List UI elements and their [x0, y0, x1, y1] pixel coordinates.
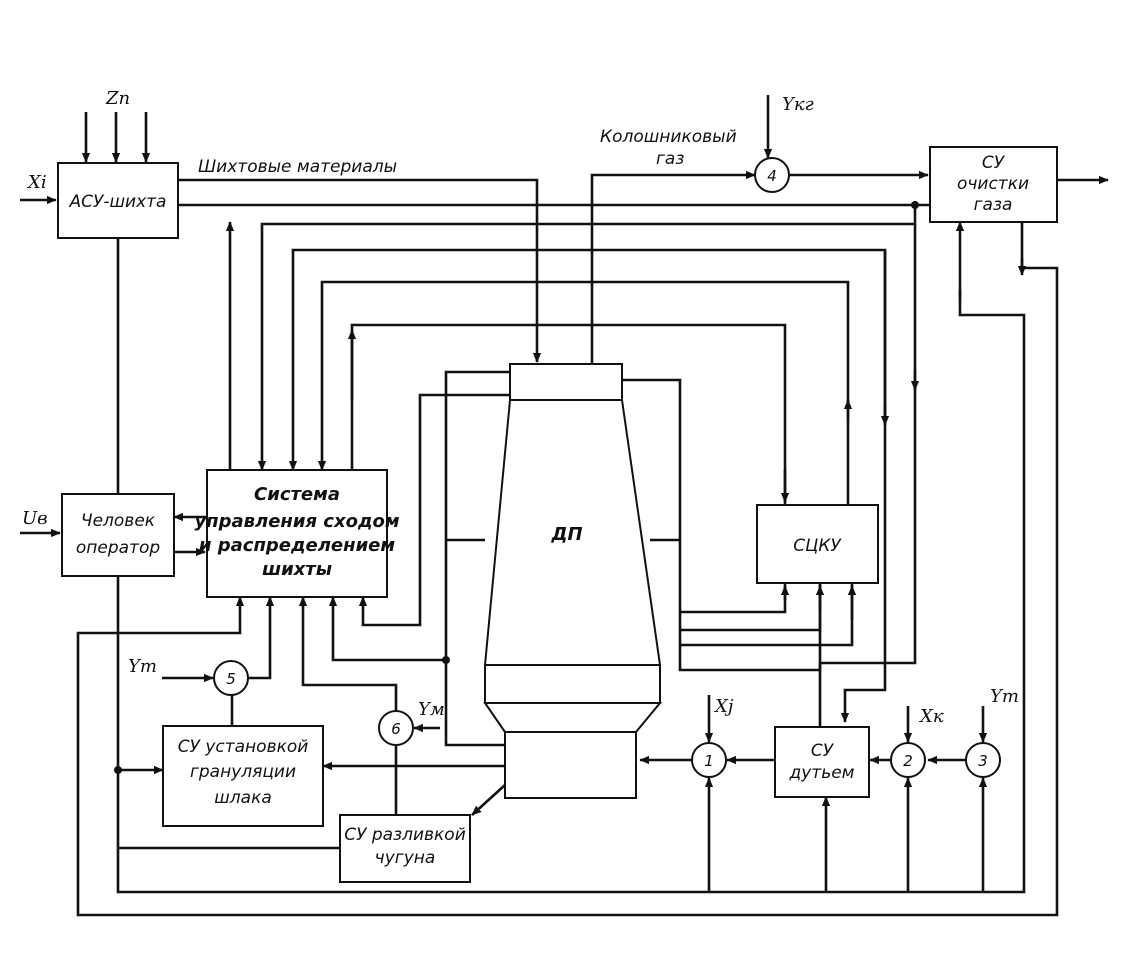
casting-label-2: чугуна: [375, 848, 436, 868]
node-4-label: 4: [767, 167, 777, 185]
var-ykg: Yкг: [782, 94, 814, 115]
var-ub: Uв: [22, 508, 48, 529]
var-ym-metal: Yм: [418, 699, 445, 720]
casting-label-1: СУ разливкой: [344, 825, 466, 845]
connection-lines: [20, 95, 1109, 917]
dp-label: ДП: [550, 524, 582, 545]
sckv-label: СЦКУ: [793, 536, 842, 556]
var-xi: Xi: [26, 172, 47, 193]
slag-label-2: грануляции: [190, 762, 296, 782]
system-block: [206, 469, 388, 598]
system-label-2: управления сходом: [194, 511, 399, 532]
var-ym-left: Ym: [128, 656, 157, 677]
slag-granulation-block: [162, 725, 324, 827]
slag-label-3: шлака: [214, 788, 272, 808]
system-label-4: шихты: [262, 559, 332, 580]
sckv-block: [756, 504, 879, 584]
slag-label-1: СУ установкой: [178, 737, 309, 757]
blast-furnace-shape: [483, 363, 663, 799]
top-gas-label-2: газ: [656, 149, 684, 169]
gas-cleaning-label-2: очистки: [957, 174, 1029, 194]
node-1-label: 1: [704, 752, 714, 770]
gas-cleaning-label-1: СУ: [982, 153, 1006, 173]
gas-cleaning-block: [929, 146, 1058, 223]
blast-label-1: СУ: [811, 741, 835, 761]
iron-casting-block: [339, 814, 471, 883]
blast-label-2: дутьем: [788, 763, 854, 783]
operator-label-2: оператор: [76, 538, 160, 558]
blast-control-block: [774, 726, 870, 798]
system-label-3: и распределением: [199, 535, 396, 556]
node-5-label: 5: [226, 670, 236, 688]
charge-materials-label: Шихтовые материалы: [198, 157, 397, 177]
node-2-label: 2: [903, 752, 913, 770]
asu-shikhta-label: АСУ-шихта: [69, 192, 167, 212]
gas-cleaning-label-3: газа: [974, 195, 1013, 215]
var-zn: Zn: [105, 88, 130, 109]
asu-shikhta-block: [57, 162, 179, 239]
summing-nodes: [213, 157, 1001, 778]
var-ym-right: Ym: [990, 686, 1019, 707]
top-gas-label-1: Колошниковый: [600, 127, 737, 147]
operator-block: [61, 493, 175, 577]
var-xk: Xк: [918, 706, 944, 727]
system-label-1: Система: [254, 484, 340, 505]
node-3-label: 3: [978, 752, 988, 770]
node-6-label: 6: [391, 720, 401, 738]
operator-label-1: Человек: [81, 511, 156, 531]
var-xj: Xj: [713, 696, 734, 717]
